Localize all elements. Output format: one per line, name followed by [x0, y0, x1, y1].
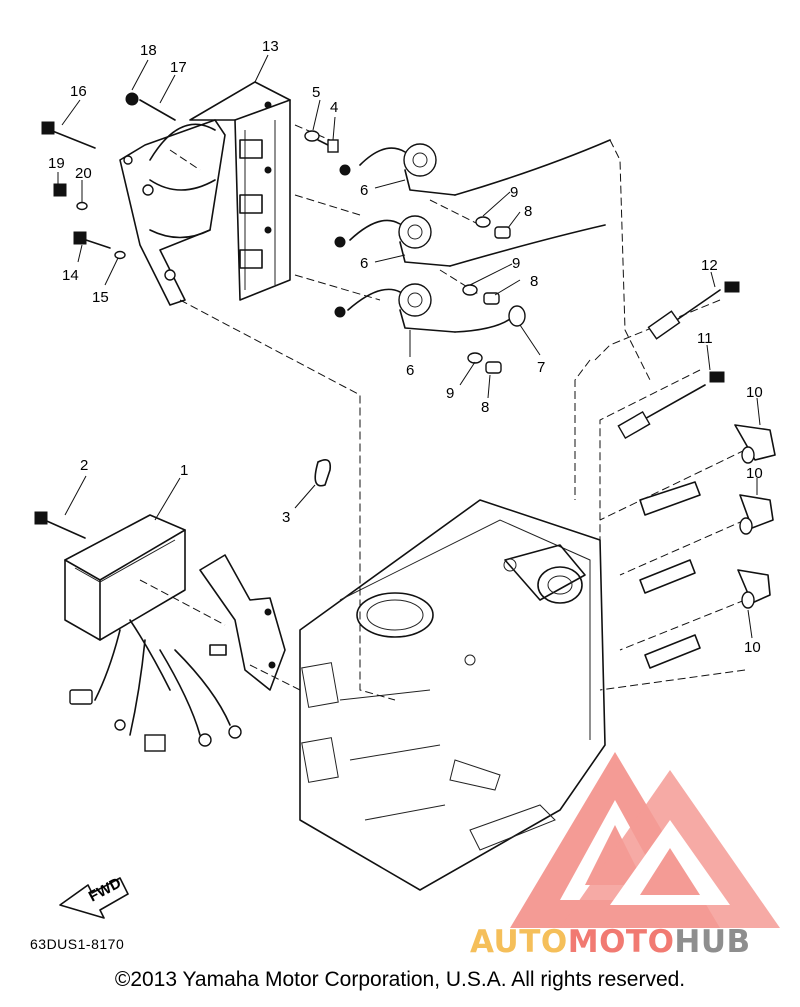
watermark-auto: AUTO [470, 924, 568, 960]
callout-14: 14 [62, 267, 79, 284]
copyright-notice: ©2013 Yamaha Motor Corporation, U.S.A. A… [114, 968, 686, 991]
diagram-part-code: 63DUS1-8170 [30, 936, 125, 952]
coil-middle [334, 215, 606, 267]
callout-8: 8 [524, 203, 532, 220]
coil-upper [339, 139, 611, 196]
callout-1: 1 [180, 462, 188, 479]
callout-10b: 10 [746, 465, 763, 482]
watermark-moto: MOTO [567, 924, 675, 960]
callout-15: 15 [92, 289, 109, 306]
connector [144, 734, 166, 752]
callout-3: 3 [282, 509, 290, 526]
leader-lines [57, 54, 761, 639]
callout-numbers: 1 2 3 4 5 6 6 6 7 8 8 8 9 9 9 10 10 10 1… [48, 38, 763, 656]
fwd-label: FWD [86, 874, 124, 905]
watermark-hub: HUB [674, 924, 751, 960]
callout-2: 2 [80, 457, 88, 474]
callout-12: 12 [701, 257, 718, 274]
cdi-unit [64, 514, 242, 752]
ignition-cables [617, 281, 740, 440]
watermark-logo-text: AUTOMOTOHUB [470, 924, 751, 960]
callout-10: 10 [746, 384, 763, 401]
mounting-clamp-bracket [119, 119, 226, 306]
connector [69, 689, 93, 705]
washer-5 [304, 130, 320, 142]
coil-lower [334, 283, 516, 333]
callout-17: 17 [170, 59, 187, 76]
callout-9: 9 [510, 184, 518, 201]
callout-9c: 9 [446, 385, 454, 402]
callout-6c: 6 [406, 362, 414, 379]
callout-19: 19 [48, 155, 65, 172]
callout-13: 13 [262, 38, 279, 55]
assembly-lines [139, 124, 746, 701]
fwd-arrow-icon: FWD [59, 874, 129, 919]
callout-7: 7 [537, 359, 545, 376]
coil-bracket [189, 81, 291, 301]
grommet [508, 305, 526, 327]
callout-9b: 9 [512, 255, 520, 272]
rectifier-bracket [199, 554, 286, 691]
callout-4: 4 [330, 99, 338, 116]
callout-16: 16 [70, 83, 87, 100]
fasteners [34, 92, 511, 539]
callout-5: 5 [312, 84, 320, 101]
ignition-coils [334, 139, 611, 333]
screw-4 [327, 139, 339, 153]
callout-20: 20 [75, 165, 92, 182]
watermark-triangle-logo [510, 752, 780, 928]
callout-11: 11 [697, 330, 713, 347]
callout-8c: 8 [481, 399, 489, 416]
callout-6: 6 [360, 182, 368, 199]
callout-18: 18 [140, 42, 157, 59]
callout-8b: 8 [530, 273, 538, 290]
callout-10c: 10 [744, 639, 761, 656]
spark-plugs [639, 481, 701, 669]
callout-6b: 6 [360, 255, 368, 272]
plug-caps [734, 424, 776, 609]
engine-block [299, 499, 606, 891]
